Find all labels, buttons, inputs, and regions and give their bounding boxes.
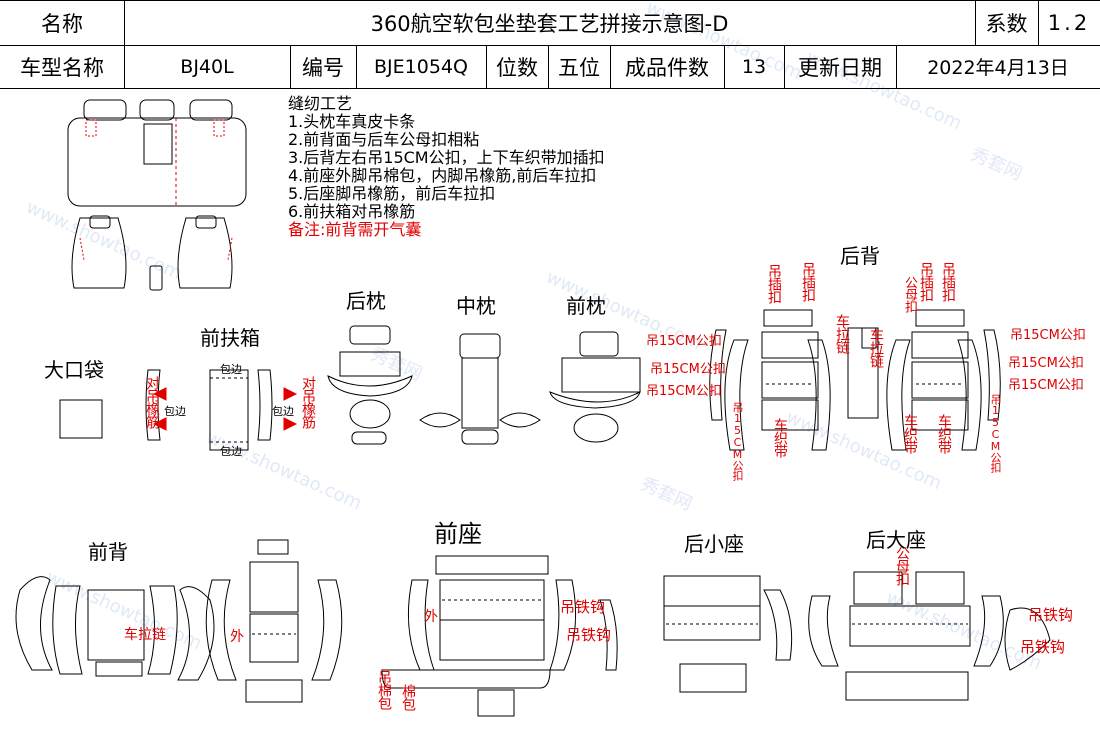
annotation-cotton-pack: 棉包 bbox=[400, 684, 416, 710]
annotation-outer: 外 bbox=[424, 609, 438, 625]
annotation-male-buckle: 公母扣 bbox=[894, 546, 910, 585]
label-front-headrest: 前枕 bbox=[566, 294, 606, 318]
note-item: 2.前背面与后车公母扣相粘 bbox=[288, 130, 480, 149]
label-front-armrest: 前扶箱 bbox=[200, 326, 260, 350]
note-item: 5.后座脚吊橡筋，前后车拉扣 bbox=[288, 184, 496, 203]
annotation-hang-buckle: 吊插扣 bbox=[766, 264, 782, 303]
annotation-edge-wrap: 包边 bbox=[164, 405, 186, 418]
annotation-edge-wrap: 包边 bbox=[272, 405, 294, 418]
label-rear-small-seat: 后小座 bbox=[684, 532, 744, 556]
front-headrest-pieces bbox=[549, 331, 641, 443]
update-value: 2022年4月13日 bbox=[927, 57, 1069, 79]
pieces-value: 13 bbox=[741, 55, 767, 78]
model-value: BJ40L bbox=[180, 55, 234, 78]
name-label: 名称 bbox=[41, 11, 83, 36]
label-big-pocket: 大口袋 bbox=[44, 358, 104, 382]
label-rear-headrest: 后枕 bbox=[346, 289, 386, 313]
annotation-hang-15cm: 吊15CM公扣 bbox=[1008, 356, 1084, 371]
front-back-pieces bbox=[15, 539, 343, 703]
seats-label: 位数 bbox=[496, 55, 538, 80]
annotation-car-webbing: 车织带 bbox=[772, 418, 788, 457]
annotation-car-zipper: 车拉链 bbox=[868, 328, 884, 367]
rear-back-pieces bbox=[709, 309, 1001, 451]
code-label: 编号 bbox=[302, 55, 344, 80]
seats-value: 五位 bbox=[558, 55, 600, 80]
label-front-back: 前背 bbox=[88, 540, 128, 564]
annotation-edge-wrap: 包边 bbox=[220, 363, 242, 376]
label-rear-back: 后背 bbox=[840, 244, 880, 268]
notes-heading: 缝纫工艺 bbox=[288, 94, 353, 113]
annotation-hang-buckle: 吊插扣 bbox=[800, 262, 816, 301]
mid-headrest-pieces bbox=[419, 333, 541, 445]
annotation-car-webbing: 车织带 bbox=[936, 414, 952, 453]
annotation-zipper-line: 车拉链 bbox=[124, 627, 166, 643]
code-value: BJE1054Q bbox=[374, 55, 468, 78]
rear-big-seat-pieces bbox=[808, 571, 1051, 701]
annotation-hang-buckle: 吊插扣 bbox=[918, 262, 934, 301]
annotation-hang-15cm: 吊15CM公扣 bbox=[1008, 378, 1084, 393]
annotation-hang-elastic: 对吊橡筋 bbox=[144, 376, 160, 428]
annotation-hang-15cm: 吊15CM公扣 bbox=[1010, 328, 1086, 343]
note-item: 4.前座外脚吊棉包，内脚吊橡筋,前后车拉扣 bbox=[288, 166, 597, 185]
annotation-hang-15cm: 吊15CM公扣 bbox=[650, 362, 726, 377]
annotation-car-zipper: 车拉链 bbox=[834, 314, 850, 353]
annotation-hang-elastic: 对吊橡筋 bbox=[300, 376, 316, 428]
annotation-edge-wrap: 包边 bbox=[220, 445, 242, 458]
annotation-hang-15cm: 吊15CM公扣 bbox=[989, 394, 1002, 472]
coef-label: 系数 bbox=[985, 11, 1028, 36]
diagram-title: 360航空软包坐垫套工艺拼接示意图-D bbox=[370, 11, 729, 36]
note-item: 3.后背左右吊15CM公扣，上下车织带加插扣 bbox=[288, 148, 605, 167]
label-rear-big-seat: 后大座 bbox=[866, 528, 926, 552]
annotation-cotton-pack: 吊棉包 bbox=[376, 670, 392, 709]
header-table: 名称 360航空软包坐垫套工艺拼接示意图-D 系数 1.2 车型名称 BJ40L… bbox=[0, 0, 1100, 89]
annotation-iron-hook: 吊铁钩 bbox=[1020, 638, 1066, 656]
front-armrest-pieces bbox=[145, 369, 298, 451]
update-label: 更新日期 bbox=[798, 55, 882, 80]
annotation-outer: 外 bbox=[230, 629, 244, 645]
annotation-hang-15cm: 吊15CM公扣 bbox=[646, 384, 722, 399]
model-label: 车型名称 bbox=[20, 55, 104, 80]
annotation-hang-15cm: 吊15CM公扣 bbox=[731, 402, 744, 480]
label-front-seat: 前座 bbox=[434, 520, 482, 548]
rear-headrest-pieces bbox=[327, 325, 413, 445]
annotation-hang-15cm: 吊15CM公扣 bbox=[646, 334, 722, 349]
annotation-male-female-buckle: 公母扣 bbox=[902, 276, 917, 312]
front-seat-pieces bbox=[381, 555, 577, 717]
annotation-iron-hook: 吊铁钩 bbox=[566, 626, 612, 644]
annotation-iron-hook: 吊铁钩 bbox=[560, 598, 606, 616]
note-item: 1.头枕车真皮卡条 bbox=[288, 112, 416, 131]
sewing-notes: 缝纫工艺 1.头枕车真皮卡条 2.前背面与后车公母扣相粘 3.后背左右吊15CM… bbox=[288, 95, 605, 239]
annotation-iron-hook: 吊铁钩 bbox=[1028, 606, 1074, 624]
coef-value: 1.2 bbox=[1047, 10, 1091, 35]
notes-remark: 备注:前背需开气囊 bbox=[288, 220, 422, 239]
rear-small-seat-pieces bbox=[599, 575, 793, 693]
annotation-car-webbing: 车织带 bbox=[902, 414, 918, 453]
pieces-label: 成品件数 bbox=[625, 55, 709, 80]
seat-overview-icon bbox=[67, 99, 247, 291]
note-item: 6.前扶箱对吊橡筋 bbox=[288, 202, 416, 221]
label-mid-headrest: 中枕 bbox=[456, 294, 496, 318]
big-pocket-piece bbox=[59, 399, 103, 439]
annotation-hang-buckle: 吊插扣 bbox=[940, 262, 956, 301]
